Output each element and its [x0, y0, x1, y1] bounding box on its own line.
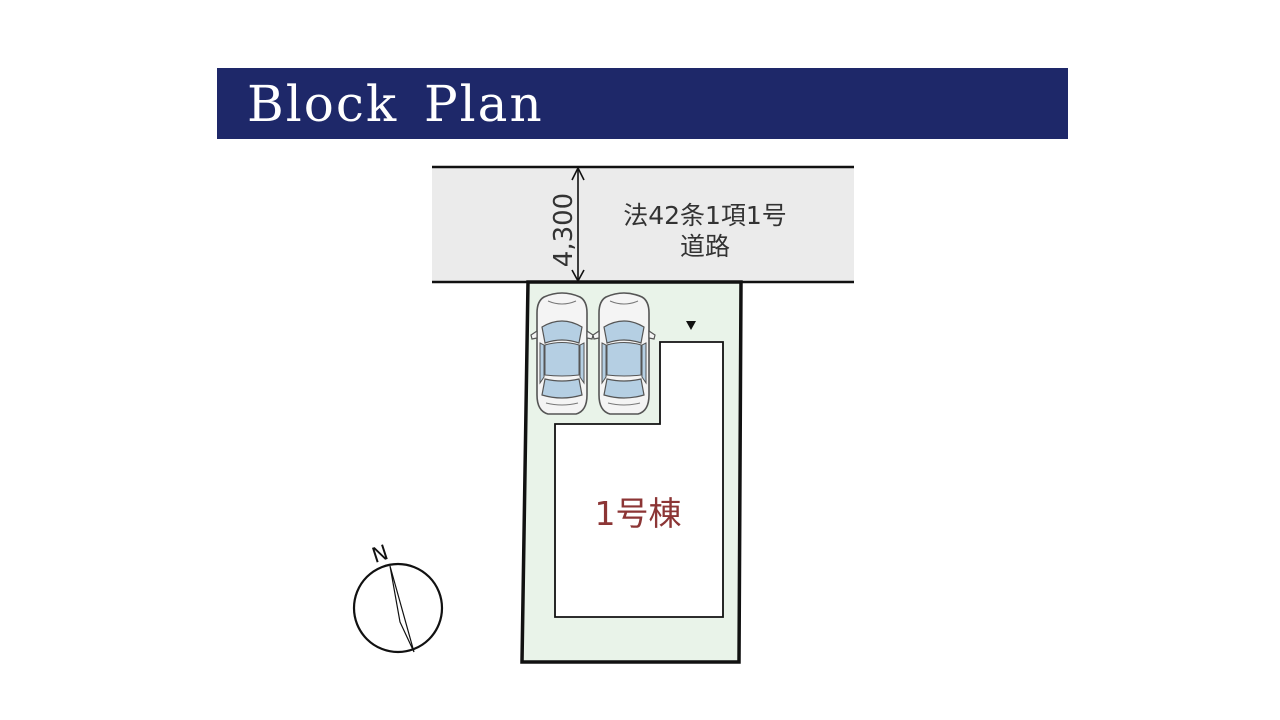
page-title: Block Plan [247, 75, 544, 133]
entrance-marker-icon [686, 321, 696, 330]
compass-icon [352, 562, 444, 654]
car-icon [592, 292, 656, 415]
road-width-label: 4,300 [549, 192, 579, 268]
building-label: 1号棟 [594, 494, 682, 533]
road-label: 法42条1項1号 道路 [585, 200, 825, 262]
road-surface [432, 167, 854, 282]
dimension-arrow-top [571, 166, 585, 181]
road-type-label: 法42条1項1号 [623, 201, 787, 230]
building-footprint [554, 341, 724, 618]
title-bar: Block Plan [217, 68, 1068, 139]
road-name-label: 道路 [679, 232, 730, 261]
car-icon [530, 292, 594, 415]
compass-needle-light [389, 565, 415, 653]
